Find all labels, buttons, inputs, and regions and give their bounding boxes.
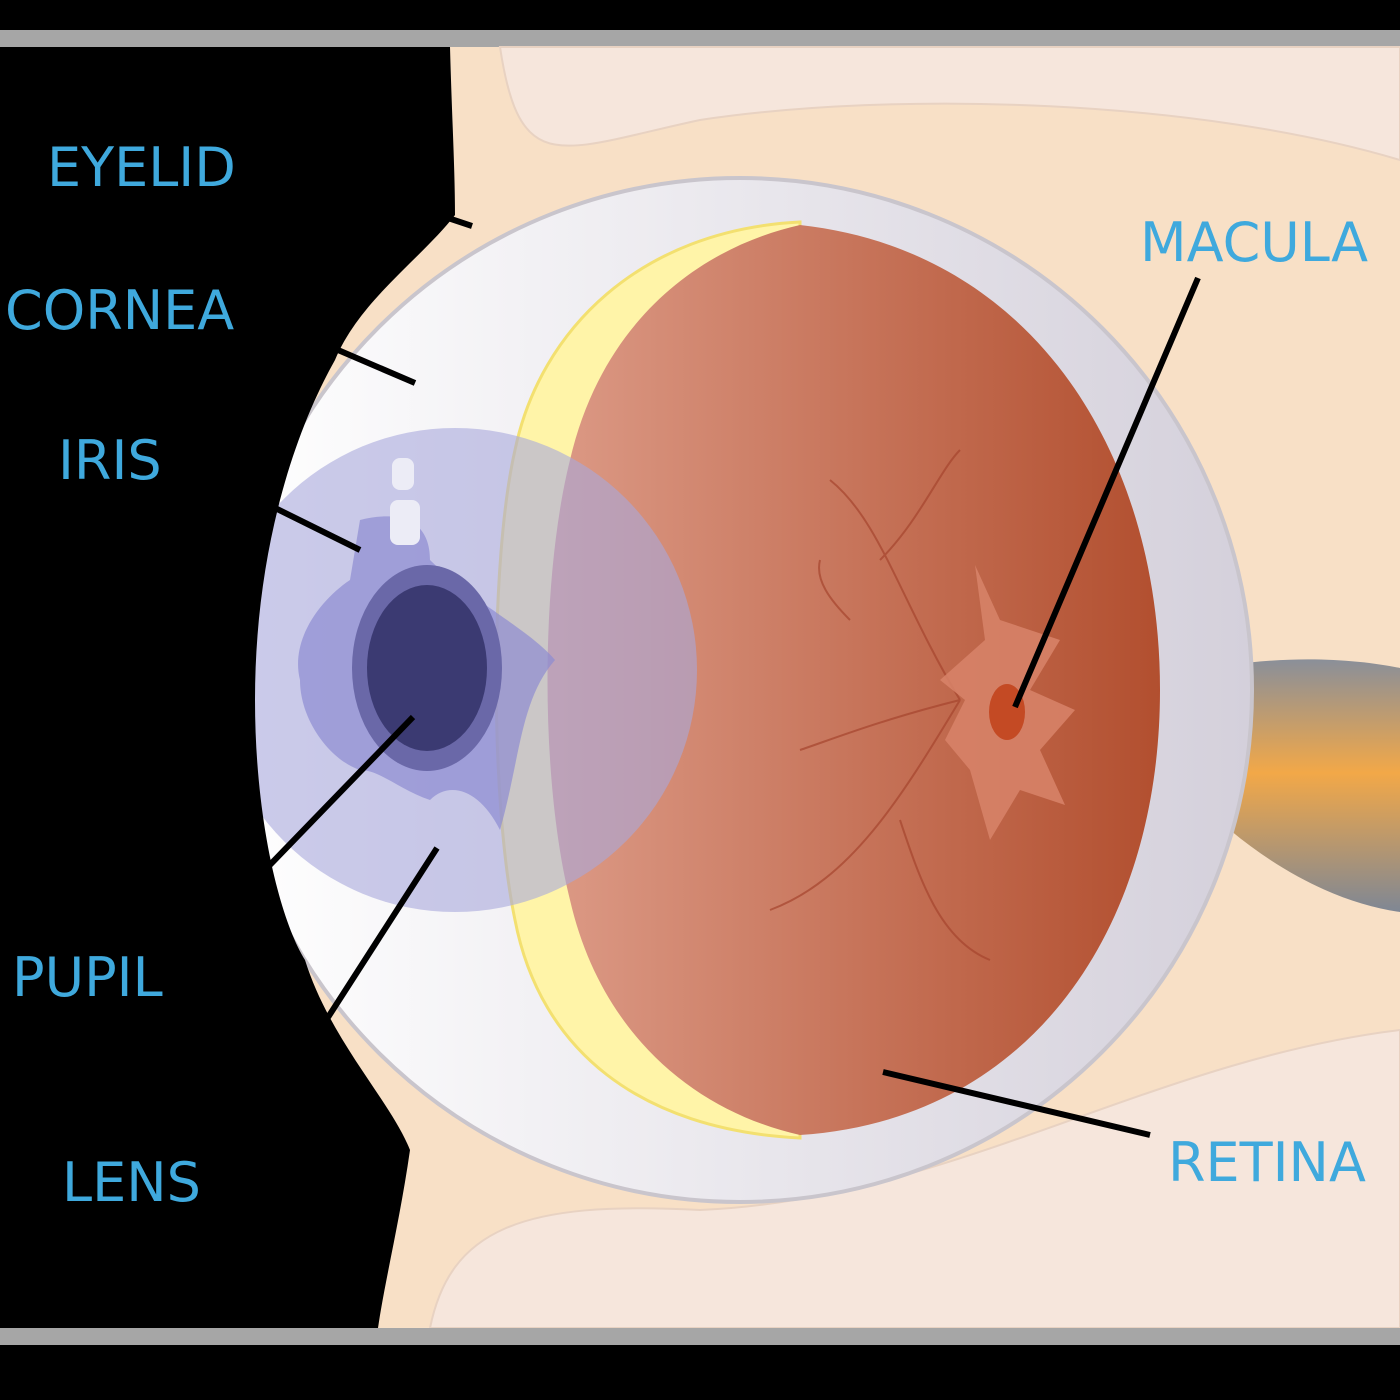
- iris-leader-line: [263, 500, 362, 553]
- orbit-region-top: [498, 46, 1400, 162]
- top-frame: [0, 30, 1400, 47]
- cornea-leader-line: [336, 347, 417, 386]
- leader-lines: [262, 215, 1201, 1138]
- label-macula: MACULA: [1140, 211, 1368, 274]
- lens-leader-line: [322, 846, 440, 1024]
- eyelid-leader-line: [447, 215, 473, 229]
- eyelid-shape: [0, 47, 455, 1328]
- label-cornea: CORNEA: [5, 279, 234, 342]
- iris-highlight-small: [392, 458, 414, 490]
- bottom-border: [0, 1345, 1400, 1400]
- blood-vessels: [769, 449, 991, 961]
- retina-leader-line: [882, 1069, 1151, 1138]
- bottom-frame: [0, 1328, 1400, 1345]
- iris-highlight: [390, 500, 420, 545]
- pupil: [367, 585, 487, 751]
- label-lens: LENS: [62, 1151, 201, 1214]
- label-retina: RETINA: [1168, 1131, 1366, 1194]
- pupil-leader-line: [262, 714, 416, 873]
- retina: [547, 225, 1160, 1135]
- top-border: [0, 0, 1400, 30]
- macula-leader-line: [1012, 276, 1201, 709]
- label-iris: IRIS: [58, 429, 162, 492]
- label-pupil: PUPIL: [12, 946, 163, 1009]
- label-eyelid: EYELID: [47, 136, 236, 199]
- optic-nerve: [1230, 659, 1400, 912]
